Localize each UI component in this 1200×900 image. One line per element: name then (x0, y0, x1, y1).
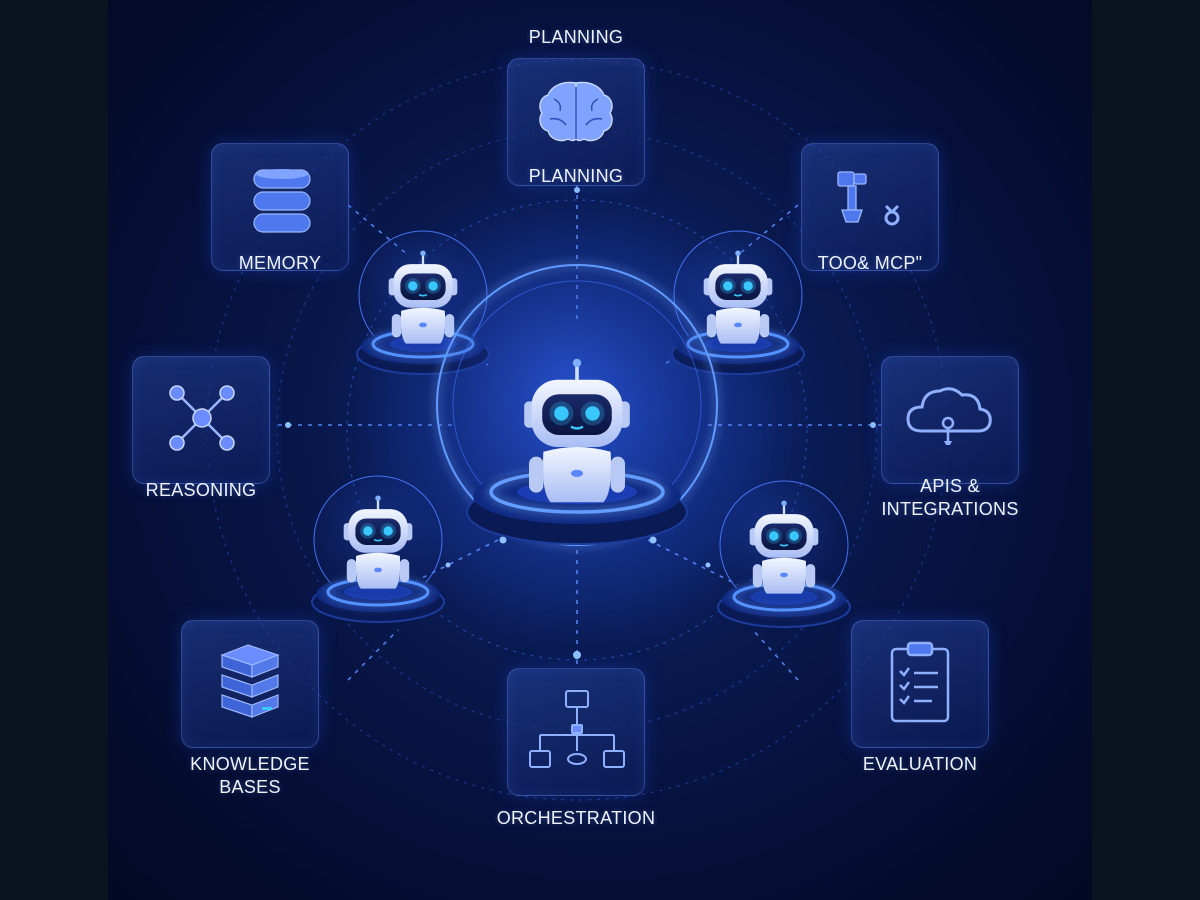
memory-tile: MEMORY (211, 143, 349, 273)
planning-label: PLANNING (528, 166, 624, 186)
brain-icon (539, 81, 613, 142)
knowledge-label-line1: KNOWLEDGE (190, 754, 310, 774)
right-letterbox (1092, 0, 1200, 900)
cloud-plug-icon (906, 387, 992, 445)
apis-label-line1: APIS & (920, 476, 980, 496)
reasoning-label: REASONING (145, 480, 257, 500)
reasoning-tile: REASONING (132, 356, 270, 500)
diagram-canvas: PLANNING PLANNING (108, 0, 1092, 900)
database-icon (253, 169, 311, 233)
diagram-title: PLANNING (528, 27, 624, 47)
orchestration-tile: ORCHESTRATION (497, 668, 655, 828)
evaluation-tile: EVALUATION (851, 620, 989, 774)
apis-tile: APIS & INTEGRATIONS (881, 356, 1019, 519)
hierarchy-icon (529, 690, 625, 768)
agent-top-right (672, 230, 804, 374)
stacked-layers-icon (220, 644, 280, 718)
network-nodes-icon (169, 385, 235, 451)
tools-tile: TOO& MCP" (801, 143, 939, 273)
knowledge-bases-tile: KNOWLEDGE BASES (181, 620, 319, 797)
agent-bottom-right (718, 480, 850, 627)
tools-icon (837, 171, 900, 226)
left-letterbox (0, 0, 108, 900)
evaluation-label: EVALUATION (862, 754, 978, 774)
clipboard-checklist-icon (890, 641, 950, 723)
knowledge-label-line2: BASES (219, 777, 281, 797)
memory-label: MEMORY (238, 253, 322, 273)
tools-label: TOO& MCP" (817, 253, 923, 273)
central-agent (432, 260, 722, 550)
agent-bottom-left (312, 475, 444, 622)
agent-network (206, 59, 948, 801)
planning-tile: PLANNING (507, 58, 645, 186)
apis-label-line2: INTEGRATIONS (881, 499, 1019, 519)
orchestration-label: ORCHESTRATION (496, 808, 656, 828)
